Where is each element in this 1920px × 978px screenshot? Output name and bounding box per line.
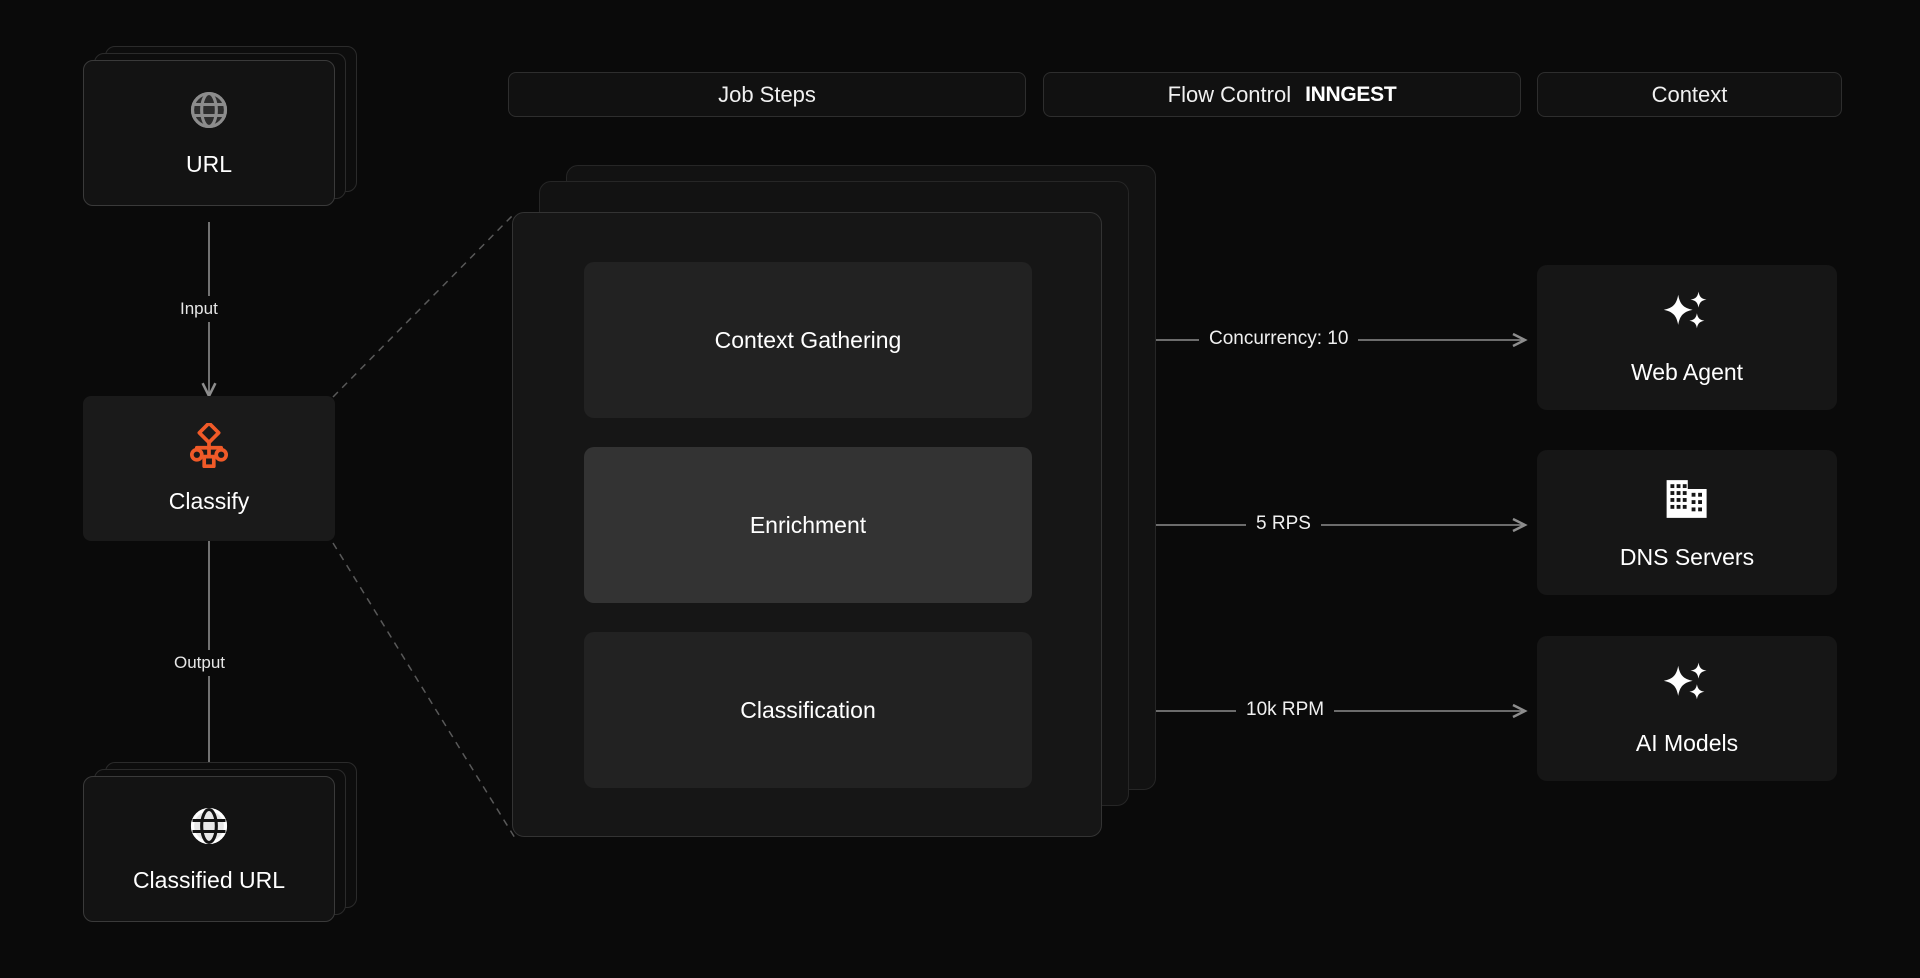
header-pill-job-steps[interactable]: Job Steps: [508, 72, 1026, 117]
output-card-label: Classified URL: [132, 867, 286, 893]
sparkles-icon: [1659, 661, 1715, 714]
connector-label-rpm: 10k RPM: [1236, 699, 1335, 721]
edge-label-output: Output: [166, 650, 234, 676]
input-card-label: URL: [185, 151, 232, 177]
process-node-classify[interactable]: Classify: [83, 396, 335, 541]
job-step-classification[interactable]: Classification: [584, 632, 1032, 788]
context-card-label: Web Agent: [1630, 358, 1744, 385]
globe-icon: [187, 804, 231, 853]
inngest-logo-text: INNGEST: [1305, 82, 1397, 106]
connector-label-concurrency: Concurrency: 10: [1199, 328, 1359, 350]
context-card-dns-servers[interactable]: DNS Servers: [1537, 450, 1837, 595]
header-pill-context[interactable]: Context: [1537, 72, 1842, 117]
header-title: Context: [1651, 81, 1728, 107]
header-title: Job Steps: [718, 81, 816, 107]
job-step-label: Classification: [740, 696, 876, 723]
context-card-ai-models[interactable]: AI Models: [1537, 636, 1837, 781]
input-card-url[interactable]: URL: [83, 46, 357, 206]
connector-label-rps: 5 RPS: [1246, 513, 1321, 535]
header-title: Flow Control: [1167, 81, 1292, 107]
output-card-face: Classified URL: [83, 776, 335, 922]
job-step-enrichment[interactable]: Enrichment: [584, 447, 1032, 603]
context-card-web-agent[interactable]: Web Agent: [1537, 265, 1837, 410]
output-card-classified-url[interactable]: Classified URL: [83, 762, 357, 922]
globe-icon: [187, 88, 231, 137]
job-step-label: Enrichment: [749, 511, 867, 538]
context-card-label: DNS Servers: [1619, 543, 1755, 570]
job-step-label: Context Gathering: [714, 326, 902, 353]
building-icon: [1662, 475, 1712, 528]
context-card-label: AI Models: [1635, 729, 1739, 756]
classify-workflow-icon: [185, 420, 233, 476]
input-card-face: URL: [83, 60, 335, 206]
process-node-label: Classify: [168, 487, 250, 514]
sparkles-icon: [1659, 290, 1715, 343]
job-step-context-gathering[interactable]: Context Gathering: [584, 262, 1032, 418]
header-pill-flow-control[interactable]: Flow Control INNGEST: [1043, 72, 1521, 117]
edge-label-input: Input: [172, 296, 226, 322]
